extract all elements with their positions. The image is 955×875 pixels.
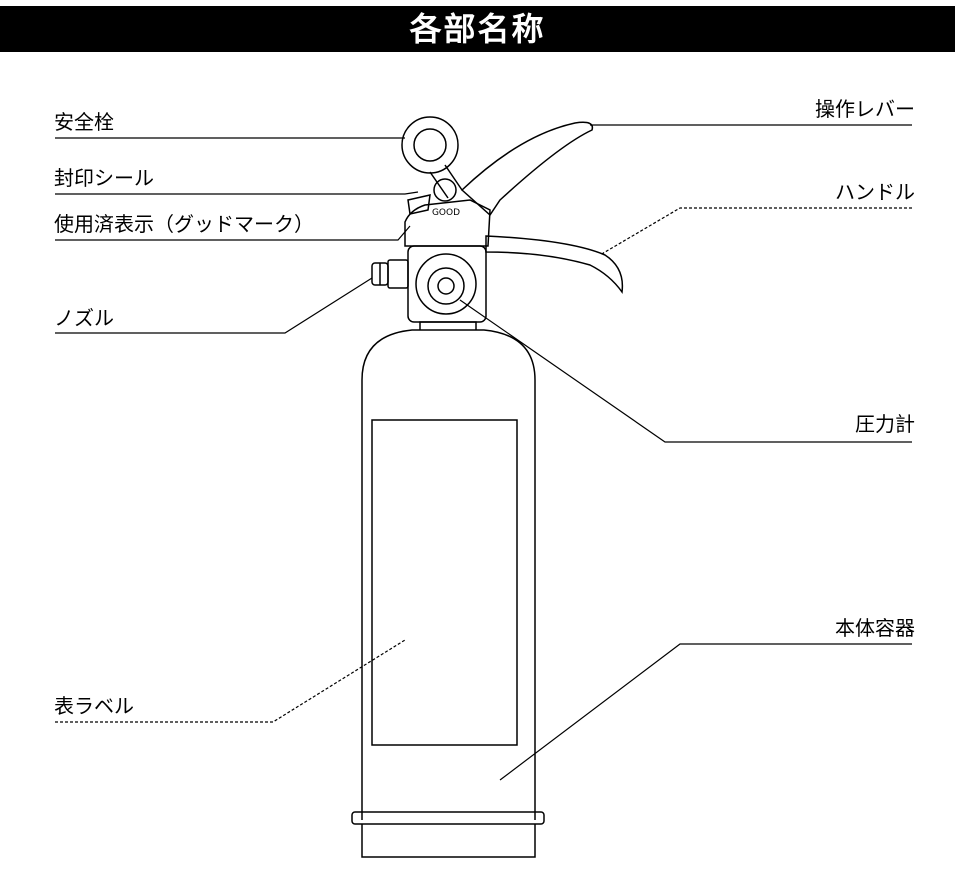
good-mark-circle [433, 178, 457, 202]
label-used-indicator: 使用済表示（グッドマーク） [54, 212, 314, 236]
safety-pin-stem [429, 164, 463, 199]
valve-upper [404, 199, 491, 247]
label-body-container: 本体容器 [835, 616, 915, 640]
label-front-label: 表ラベル [54, 694, 134, 718]
leader-used-indicator [55, 225, 411, 241]
label-safety-pin: 安全栓 [54, 110, 114, 134]
nozzle-body [387, 259, 409, 289]
leader-body-container [499, 643, 912, 781]
body-bottom-ring [351, 811, 545, 825]
operating-lever [460, 121, 594, 217]
leader-front-label [55, 639, 406, 723]
label-operating-lever: 操作レバー [815, 97, 915, 121]
leader-handle [599, 207, 912, 256]
label-handle: ハンドル [835, 180, 915, 204]
label-nozzle: ノズル [54, 306, 114, 330]
label-pressure-gauge: 圧力計 [855, 412, 915, 436]
title-bar: 各部名称 [0, 6, 955, 52]
label-seal: 封印シール [54, 166, 154, 190]
body-base [361, 824, 536, 858]
good-mark-text: GOOD [432, 208, 460, 218]
leader-seal [55, 191, 419, 195]
neck [419, 321, 477, 330]
leader-pressure-gauge [459, 299, 912, 443]
safety-pin-hole [413, 128, 447, 162]
pressure-gauge-outer [415, 253, 477, 315]
pressure-gauge-inner [427, 267, 465, 305]
leader-nozzle [55, 277, 373, 334]
body-cylinder [361, 329, 536, 820]
page-title: 各部名称 [409, 10, 546, 48]
seal-wire [407, 194, 431, 215]
safety-pin-ring [401, 116, 459, 174]
label-panel [371, 419, 518, 746]
pressure-gauge-center [437, 277, 455, 295]
handle [485, 235, 624, 295]
